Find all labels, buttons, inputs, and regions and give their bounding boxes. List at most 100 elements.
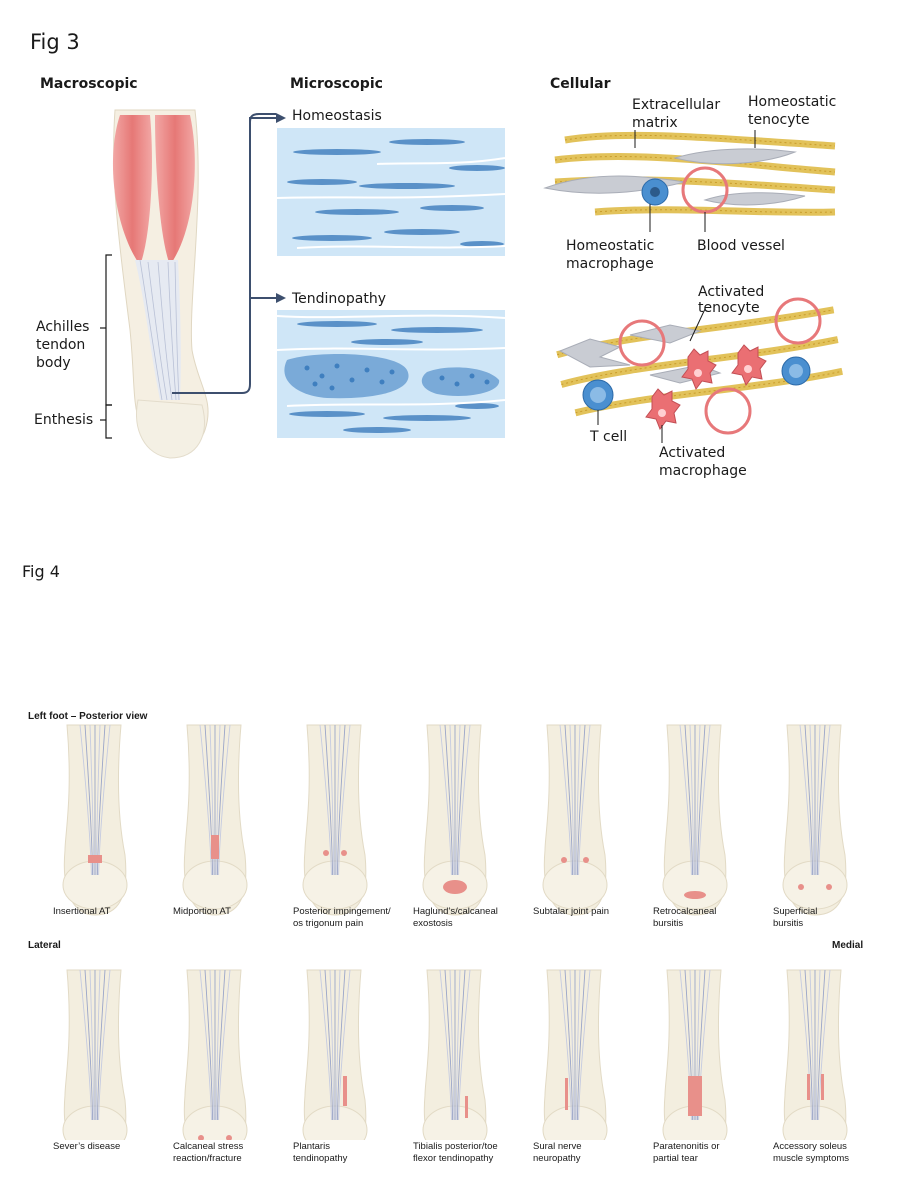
tendon-fiber: [98, 969, 111, 1121]
lesion-marker: [826, 884, 832, 890]
tendon-fiber: [576, 969, 586, 1121]
foot-caption-line: Sever’s disease: [53, 1141, 121, 1152]
tendon-fiber: [84, 969, 94, 1121]
tendon-fiber: [455, 724, 461, 876]
foot-caption-line: Sural nerve: [533, 1141, 582, 1152]
tendon-fiber: [815, 969, 821, 1121]
blood-vessel-label: Blood vessel: [697, 238, 785, 254]
tendon-fiber: [335, 969, 341, 1121]
foot-caption-line: bursitis: [653, 918, 684, 929]
lesion-marker: [821, 1074, 824, 1100]
foot-caption-line: os trigonum pain: [293, 918, 364, 929]
lesion-marker: [226, 1135, 232, 1140]
tendinopathy-label: Tendinopathy: [292, 291, 386, 307]
tendon-fiber: [559, 724, 572, 876]
tendon-fiber: [458, 724, 471, 876]
foot-caption-line: neuropathy: [533, 1153, 581, 1164]
tendon-fiber: [695, 724, 701, 876]
tendon-fiber: [684, 724, 694, 876]
tendon-fiber: [809, 969, 815, 1121]
activated-tenocyte-label-1: Activated: [698, 284, 765, 300]
lesion-marker: [211, 835, 219, 859]
foot-caption-line: Haglund’s/calcaneal: [413, 906, 498, 917]
homeostasis-label: Homeostasis: [292, 108, 382, 124]
cellular-heading: Cellular: [550, 76, 611, 92]
tendon-fiber: [458, 969, 471, 1121]
leg-illustration: [100, 109, 276, 459]
tendinopathy-panel: [277, 310, 505, 438]
cellular-tendinopathy-diagram: [556, 297, 843, 443]
tendon-fiber: [815, 724, 821, 876]
tendon-fiber: [575, 724, 581, 876]
foot-caption-line: bursitis: [773, 918, 804, 929]
tendon-fiber: [559, 969, 572, 1121]
foot-caption-line: Superficial: [773, 906, 818, 917]
tendon-fiber: [569, 969, 575, 1121]
lesion-marker: [343, 1076, 347, 1106]
lesion-marker: [583, 857, 589, 863]
ecm-label-2: matrix: [632, 115, 678, 131]
lesion-marker: [465, 1096, 468, 1118]
tendon-fiber: [804, 969, 814, 1121]
tendon-fiber: [204, 969, 214, 1121]
achilles-label-3: body: [36, 355, 71, 371]
tendon-fiber: [456, 969, 466, 1121]
t-cell-label: T cell: [590, 429, 628, 445]
macroscopic-heading: Macroscopic: [40, 76, 138, 92]
tendon-fiber: [324, 724, 334, 876]
homeostasis-panel: [277, 128, 505, 256]
tendon-fiber: [564, 969, 574, 1121]
tendon-fiber: [329, 724, 335, 876]
branch-arrows: [249, 113, 286, 303]
tendon-fiber: [199, 969, 212, 1121]
tendon-fiber: [319, 969, 332, 1121]
cellular-homeostasis-diagram: [543, 130, 836, 232]
foot-panels: [62, 724, 848, 1140]
tendon-fiber: [209, 724, 215, 876]
tendon-fiber: [215, 969, 221, 1121]
foot-caption-line: Retrocalcaneal: [653, 906, 717, 917]
tendon-fiber: [455, 969, 461, 1121]
homeostatic-macrophage-label-2: macrophage: [566, 256, 654, 272]
tendon-fiber: [816, 724, 826, 876]
enthesis-label: Enthesis: [34, 412, 94, 428]
tendon-fiber: [449, 969, 455, 1121]
tendon-fiber: [698, 724, 711, 876]
tendon-fiber: [564, 724, 574, 876]
homeostatic-tenocyte-label-2: tenocyte: [748, 112, 810, 128]
tendon-fiber: [439, 969, 452, 1121]
tendon-fiber: [696, 724, 706, 876]
tendon-fiber: [89, 969, 95, 1121]
lesion-marker: [341, 850, 347, 856]
tendon-fiber: [818, 724, 831, 876]
tendon-fiber: [329, 969, 335, 1121]
lesion-marker: [807, 1074, 810, 1100]
foot-caption-line: Posterior impingement/: [293, 906, 391, 917]
tendon-fiber: [336, 969, 346, 1121]
tendon-fiber: [804, 724, 814, 876]
tendon-fiber: [569, 724, 575, 876]
foot-caption-line: Midportion AT: [173, 906, 231, 917]
tendon-fiber: [809, 724, 815, 876]
tendon-fiber: [444, 724, 454, 876]
tendon-fiber: [215, 724, 221, 876]
foot-caption: Sever’s disease: [53, 1141, 163, 1153]
tendon-fiber: [216, 724, 226, 876]
homeostatic-tenocyte-label-1: Homeostatic: [748, 94, 837, 110]
lesion-marker: [323, 850, 329, 856]
tendon-fiber: [575, 969, 581, 1121]
lesion-marker: [688, 1076, 702, 1116]
foot-caption: Midportion AT: [173, 906, 283, 918]
foot-caption-line: flexor tendinopathy: [413, 1153, 494, 1164]
achilles-label-2: tendon: [36, 337, 86, 353]
lesion-marker: [88, 855, 102, 863]
foot-caption-line: exostosis: [413, 918, 453, 929]
tendon-fiber: [799, 724, 812, 876]
tendon-fiber: [439, 724, 452, 876]
tendon-fiber: [576, 724, 586, 876]
